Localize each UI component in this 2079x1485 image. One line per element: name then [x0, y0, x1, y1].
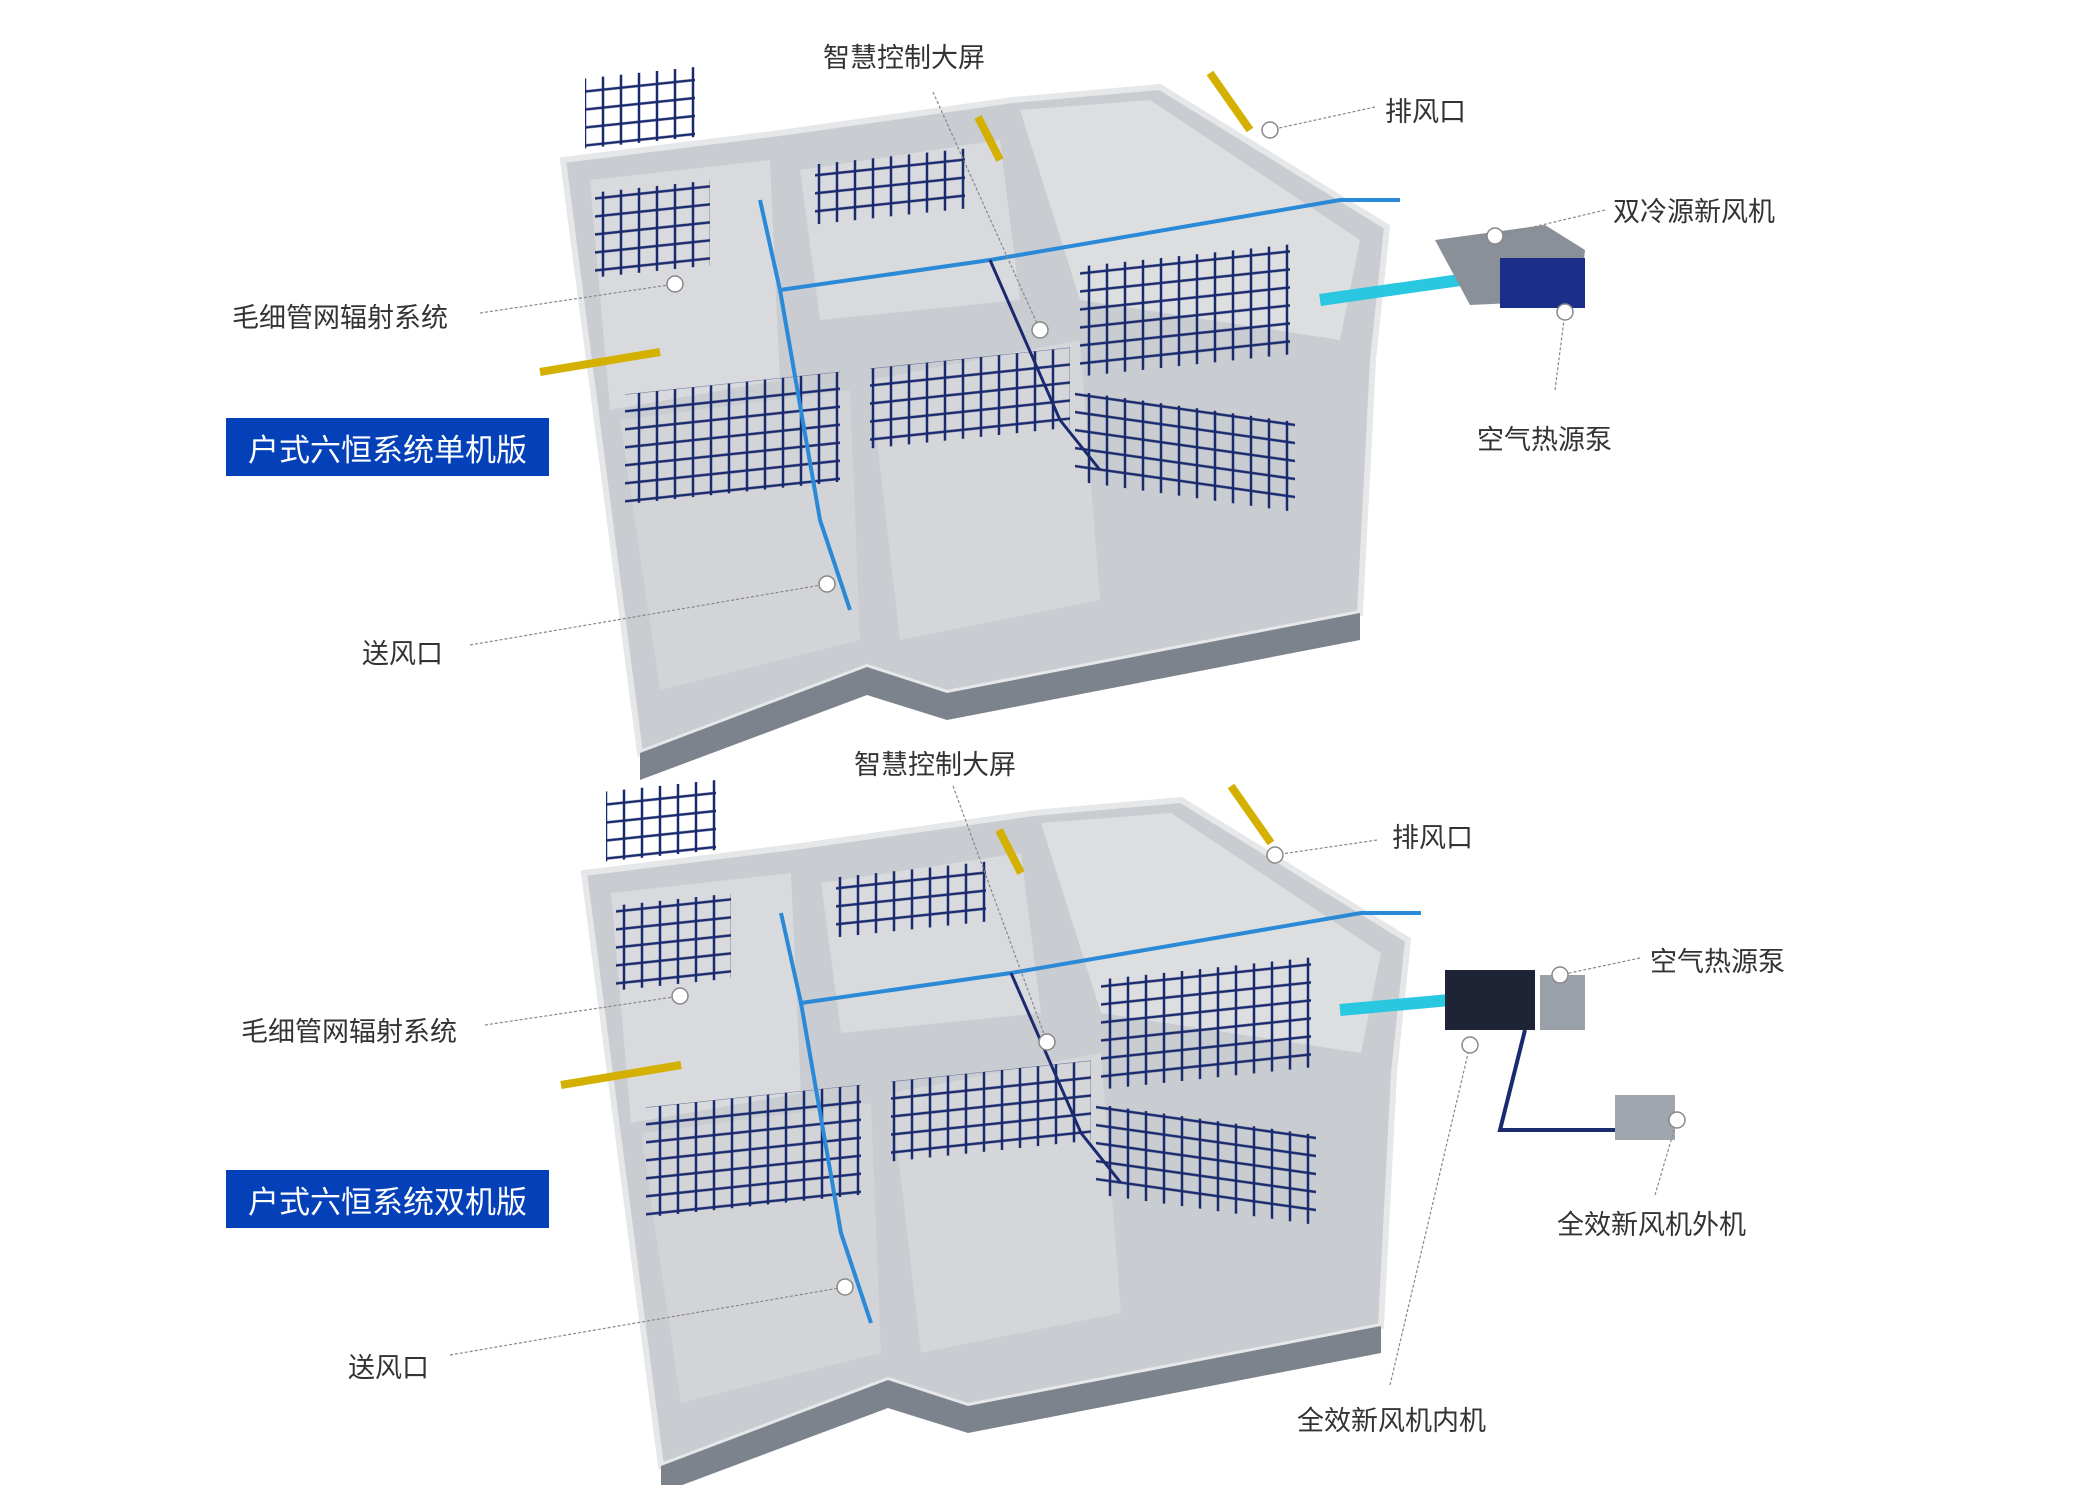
label-control-screen: 智慧控制大屏	[823, 43, 985, 74]
label-capillary-dual: 毛细管网辐射系统	[241, 1017, 457, 1048]
title-badge-dual: 户式六恒系统双机版	[226, 1170, 549, 1228]
marker-dots	[666, 121, 1686, 1296]
floor-plan-single	[540, 67, 1400, 780]
fresh-air-outdoor-unit	[1497, 1029, 1675, 1140]
title-badge-single: 户式六恒系统单机版	[226, 418, 549, 476]
dual-cold-fresh-air-unit	[1319, 225, 1585, 308]
label-capillary: 毛细管网辐射系统	[232, 303, 448, 334]
label-dual-cold-fresh-air: 双冷源新风机	[1613, 197, 1775, 228]
fresh-air-indoor-unit	[1339, 970, 1585, 1030]
label-heat-pump-dual: 空气热源泵	[1650, 947, 1785, 978]
leader-lines	[449, 91, 1678, 1386]
label-supply: 送风口	[362, 639, 443, 670]
label-exhaust-dual: 排风口	[1392, 823, 1473, 854]
label-outdoor-unit: 全效新风机外机	[1557, 1210, 1746, 1241]
label-exhaust: 排风口	[1385, 97, 1466, 128]
label-heat-pump: 空气热源泵	[1477, 425, 1612, 456]
label-supply-dual: 送风口	[348, 1353, 429, 1384]
floor-plan-dual	[561, 780, 1421, 1485]
label-indoor-unit: 全效新风机内机	[1297, 1406, 1486, 1437]
label-control-screen-dual: 智慧控制大屏	[854, 750, 1016, 781]
